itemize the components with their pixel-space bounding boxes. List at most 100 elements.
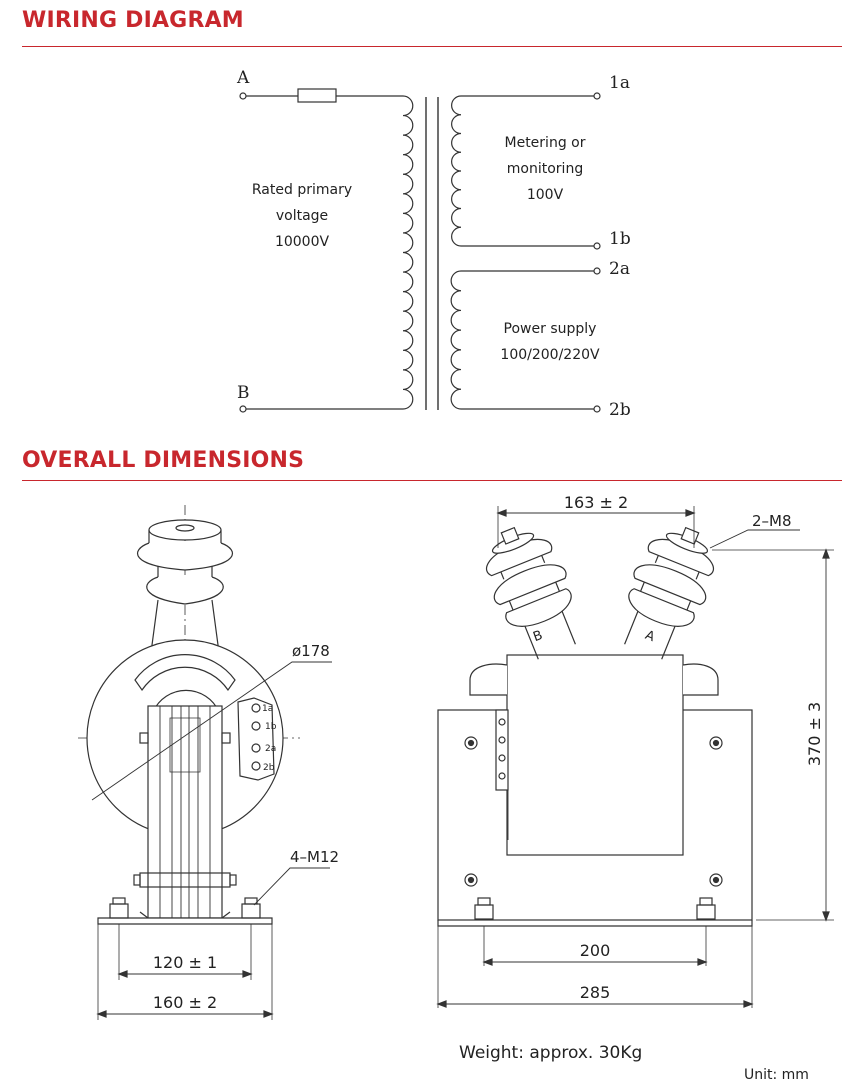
dim-120-label: 120 ± 1 bbox=[153, 953, 217, 972]
body-left-ear bbox=[469, 663, 508, 696]
base-bolt-left-nut bbox=[112, 897, 126, 905]
terminal-a-dot bbox=[239, 92, 247, 100]
body-lower-panel bbox=[507, 790, 684, 840]
secondary1-label-line3: 100V bbox=[527, 187, 564, 203]
base-brackets bbox=[139, 911, 231, 919]
bushing-thread-label: 2–M8 bbox=[752, 512, 792, 530]
primary-label-line1: Rated primary bbox=[252, 182, 352, 198]
side-terminal-1a: 1a bbox=[262, 704, 273, 714]
front-view-drawing: B A 163 ± 2 2–M8 370 ± 3 200 bbox=[436, 493, 834, 1008]
dim-200-arrows bbox=[482, 958, 708, 966]
side-terminal-2a: 2a bbox=[265, 744, 276, 754]
bushing-b-label: B bbox=[531, 628, 545, 645]
base-bolt-right-nut bbox=[244, 897, 258, 905]
terminal-1b-dot bbox=[593, 242, 601, 250]
frame-base-flange bbox=[437, 920, 753, 927]
front-bolt-right bbox=[696, 904, 716, 920]
wiring-diagram: A B 1a 1b 2a 2b Rated primary voltage 10… bbox=[236, 68, 631, 420]
dim-285-arrows bbox=[436, 1000, 754, 1008]
inner-window-arc bbox=[152, 689, 220, 713]
wiring-heading-rule bbox=[22, 46, 842, 47]
terminal-1a-screw bbox=[251, 703, 261, 713]
primary-label-line2: voltage bbox=[276, 208, 328, 224]
terminal-1a-dot bbox=[593, 92, 601, 100]
secondary-winding-2 bbox=[450, 270, 462, 410]
diameter-label: ø178 bbox=[292, 642, 330, 660]
terminal-board bbox=[237, 697, 275, 781]
label-terminal-2b: 2b bbox=[609, 400, 631, 420]
front-terminal-screw-2 bbox=[498, 736, 506, 744]
side-terminal-2b: 2b bbox=[263, 763, 275, 773]
side-base-plate bbox=[97, 917, 273, 925]
front-terminal-screw-3 bbox=[498, 754, 506, 762]
front-terminal-screw-1 bbox=[498, 718, 506, 726]
dim-200-extensions bbox=[483, 926, 707, 966]
dim-285-label: 285 bbox=[580, 983, 611, 1002]
bushing-thread-leader bbox=[709, 529, 800, 549]
dim-370-arrows bbox=[822, 548, 830, 922]
terminal-2b-screw bbox=[251, 761, 261, 771]
base-bolt-label: 4–M12 bbox=[290, 848, 339, 866]
diameter-leader bbox=[91, 661, 332, 801]
side-terminal-1b: 1b bbox=[265, 722, 277, 732]
body-right-ear bbox=[682, 663, 719, 696]
frame-hole-bottom-right-center bbox=[712, 876, 720, 884]
lower-clamp-bolt-left bbox=[133, 874, 141, 886]
base-bolt-right bbox=[241, 903, 261, 919]
dim-160-extensions bbox=[97, 924, 273, 1020]
insulator-shed-2 bbox=[146, 576, 224, 605]
secondary1-leads bbox=[461, 95, 594, 247]
label-terminal-1a: 1a bbox=[609, 73, 630, 93]
frame-hole-bottom-right bbox=[709, 873, 723, 887]
unit-label: Unit: mm bbox=[744, 1067, 809, 1083]
transformer-core bbox=[425, 97, 439, 410]
overall-dimensions-heading: OVERALL DIMENSIONS bbox=[22, 448, 305, 473]
terminal-b-dot bbox=[239, 405, 247, 413]
dim-160-label: 160 ± 2 bbox=[153, 993, 217, 1012]
dim-120-arrows bbox=[117, 970, 253, 978]
right-clamp-bolt bbox=[221, 732, 231, 744]
dim-370-extensions bbox=[712, 549, 834, 921]
label-terminal-b: B bbox=[237, 383, 250, 403]
side-view-drawing: 1a 1b 2a 2b ø178 4–M12 120 ± 1 160 ± 2 bbox=[78, 505, 339, 1020]
terminal-2b-dot bbox=[593, 405, 601, 413]
dimensions-heading-rule bbox=[22, 480, 842, 481]
insulator-neck-1 bbox=[157, 566, 213, 577]
front-bolt-left bbox=[474, 904, 494, 920]
secondary2-label-line1: Power supply bbox=[504, 321, 597, 337]
dim-160-arrows bbox=[96, 1010, 274, 1018]
insulator-top-sides bbox=[148, 530, 222, 543]
terminal-1b-screw bbox=[251, 721, 261, 731]
core-laminations bbox=[159, 706, 211, 918]
core-window bbox=[169, 717, 201, 773]
dim-163-arrows bbox=[496, 509, 696, 517]
dim-120-extensions bbox=[118, 924, 252, 980]
insulator-shed-1 bbox=[137, 542, 233, 571]
secondary2-leads bbox=[461, 270, 594, 410]
frame-hole-top-left-center bbox=[467, 739, 475, 747]
secondary2-label-line2: 100/200/220V bbox=[500, 347, 600, 363]
secondary1-label-line2: monitoring bbox=[507, 161, 583, 177]
lower-clamp-bolt-right bbox=[229, 874, 237, 886]
base-bolt-leader bbox=[253, 867, 330, 906]
front-terminal-strip bbox=[495, 709, 509, 791]
dim-370-label: 370 ± 3 bbox=[805, 702, 824, 766]
fuse-symbol bbox=[297, 88, 337, 103]
primary-winding bbox=[402, 95, 414, 410]
insulator-top-cap bbox=[148, 519, 222, 541]
transformer-body bbox=[506, 654, 684, 856]
secondary1-label-line1: Metering or bbox=[505, 135, 586, 151]
bushing-a-label: A bbox=[643, 628, 657, 645]
frame-hole-top-left bbox=[464, 736, 478, 750]
weight-label: Weight: approx. 30Kg bbox=[459, 1043, 642, 1063]
secondary-winding-1 bbox=[451, 95, 462, 247]
frame-hole-bottom-left bbox=[464, 873, 478, 887]
left-clamp-bolt bbox=[139, 732, 149, 744]
dim-285-extensions bbox=[437, 926, 753, 1008]
wiring-diagram-heading: WIRING DIAGRAM bbox=[22, 8, 244, 33]
label-terminal-2a: 2a bbox=[609, 259, 630, 279]
frame-hole-top-right bbox=[709, 736, 723, 750]
label-terminal-1b: 1b bbox=[609, 229, 631, 249]
core-frame bbox=[147, 705, 223, 919]
